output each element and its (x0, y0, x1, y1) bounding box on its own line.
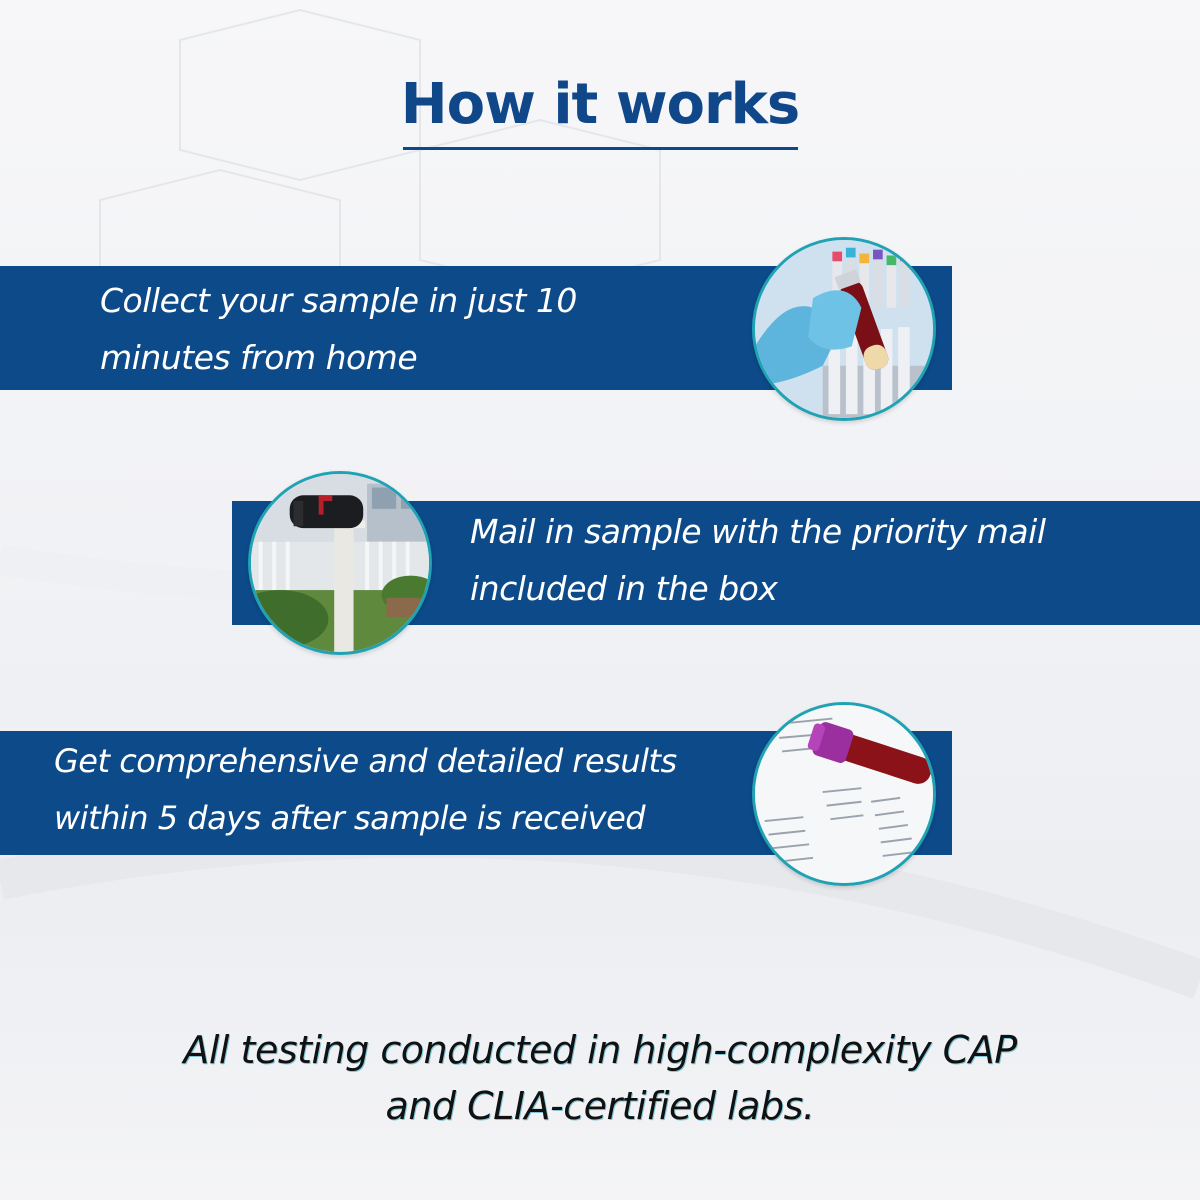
lab-results-image (752, 702, 936, 886)
step-3-line-1: Get comprehensive and detailed results (54, 742, 677, 780)
certification-line-2: and CLIA-certified labs. (385, 1084, 815, 1128)
step-2-text: Mail in sample with the priority mail in… (470, 503, 1046, 617)
step-3-line-2: within 5 days after sample is received (54, 799, 646, 837)
title-underline (403, 147, 798, 150)
step-1-text: Collect your sample in just 10 minutes f… (100, 272, 577, 386)
certification-note: All testing conducted in high-complexity… (0, 1022, 1200, 1134)
mailbox-image (248, 471, 432, 655)
step-1-line-1: Collect your sample in just 10 (100, 281, 577, 320)
page-title: How it works (400, 72, 800, 137)
step-1-line-2: minutes from home (100, 338, 418, 377)
step-3-text: Get comprehensive and detailed results w… (54, 733, 677, 847)
step-2-line-1: Mail in sample with the priority mail (470, 512, 1046, 551)
step-1-banner: Collect your sample in just 10 minutes f… (0, 266, 952, 390)
blood-sample-tubes-image (752, 237, 936, 421)
step-2-line-2: included in the box (470, 569, 778, 608)
certification-line-1: All testing conducted in high-complexity… (183, 1028, 1017, 1072)
